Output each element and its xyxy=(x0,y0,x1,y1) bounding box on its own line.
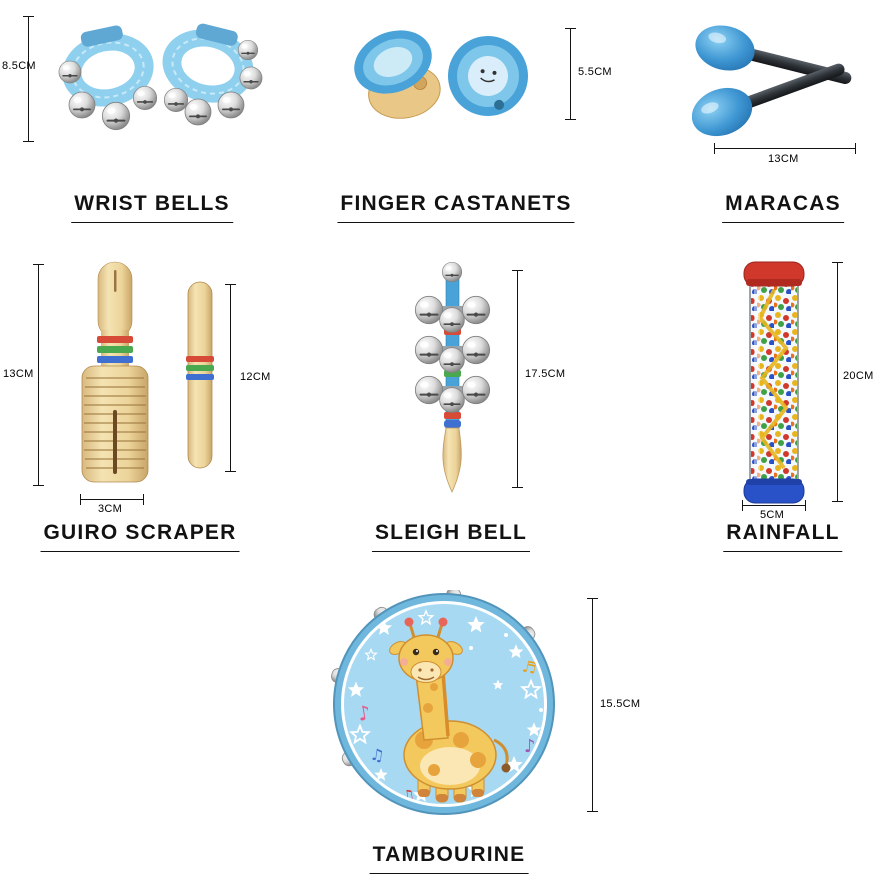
maraca-bottom xyxy=(692,63,845,137)
guiro-height-value: 13CM xyxy=(3,368,34,380)
rainmaker-top-cap xyxy=(743,261,805,287)
sleigh-bell-height-line xyxy=(512,270,523,488)
wrist-bells-height-value: 8.5CM xyxy=(2,60,36,72)
tambourine-print: ♪ ♫ ♬ ♪ ♫ xyxy=(347,610,543,804)
guiro-width-value: 3CM xyxy=(98,503,123,515)
scraper-stick xyxy=(186,281,214,469)
rainmaker-tube xyxy=(749,279,799,486)
castanet-left-lid xyxy=(354,30,432,94)
svg-text:♪: ♪ xyxy=(356,700,373,726)
guiro-scraper-photo xyxy=(81,261,214,483)
tambourine-diameter-value: 15.5CM xyxy=(600,698,641,710)
guiro-width-line xyxy=(80,494,144,505)
wrist-band-left xyxy=(62,25,154,107)
maracas-photo xyxy=(692,25,852,137)
castanet-right xyxy=(448,36,528,116)
sleigh-bell-label: SLEIGH BELL xyxy=(371,521,531,552)
rainfall-label: RAINFALL xyxy=(723,521,843,552)
scraper-height-line xyxy=(225,284,236,472)
giraffe-illustration xyxy=(389,617,511,803)
scraper-height-value: 12CM xyxy=(240,371,271,383)
wrist-bells-height-line xyxy=(23,16,34,142)
rainfall-height-value: 20CM xyxy=(843,370,874,382)
sleigh-bell-stick xyxy=(442,271,462,493)
tambourine-diameter-line xyxy=(587,598,598,812)
svg-text:♬: ♬ xyxy=(520,656,538,678)
rainmaker-bottom-cap xyxy=(743,478,805,504)
music-notes: ♪ ♫ ♬ ♪ ♫ xyxy=(356,656,539,804)
guiro-body xyxy=(81,261,149,483)
wrist-bells-label: WRIST BELLS xyxy=(71,192,233,223)
rainfall-width-line xyxy=(742,500,806,511)
maracas-label: MARACAS xyxy=(722,192,844,223)
sleigh-bell-photo xyxy=(414,261,491,493)
wrist-bells-photo xyxy=(58,23,263,131)
bell-row-3 xyxy=(414,375,491,413)
maracas-length-line xyxy=(714,143,856,154)
svg-text:♫: ♫ xyxy=(369,745,386,766)
finger-castanets-height-line xyxy=(565,28,576,120)
bell-row-2 xyxy=(414,335,491,373)
sleigh-bell-height-value: 17.5CM xyxy=(525,368,566,380)
rainfall-photo xyxy=(743,261,805,504)
tambourine-photo: ♪ ♫ ♬ ♪ ♫ xyxy=(329,590,555,815)
rainfall-width-value: 5CM xyxy=(760,509,785,521)
finger-castanets-label: FINGER CASTANETS xyxy=(337,192,575,223)
guiro-scraper-label: GUIRO SCRAPER xyxy=(40,521,240,552)
maracas-length-value: 13CM xyxy=(768,153,799,165)
guiro-height-line xyxy=(33,264,44,486)
svg-text:♪: ♪ xyxy=(524,736,536,757)
finger-castanets-height-value: 5.5CM xyxy=(578,66,612,78)
rainfall-height-line xyxy=(832,262,843,502)
tambourine-label: TAMBOURINE xyxy=(369,843,529,874)
finger-castanets-photo xyxy=(354,30,528,119)
bell-row-1 xyxy=(414,295,491,333)
